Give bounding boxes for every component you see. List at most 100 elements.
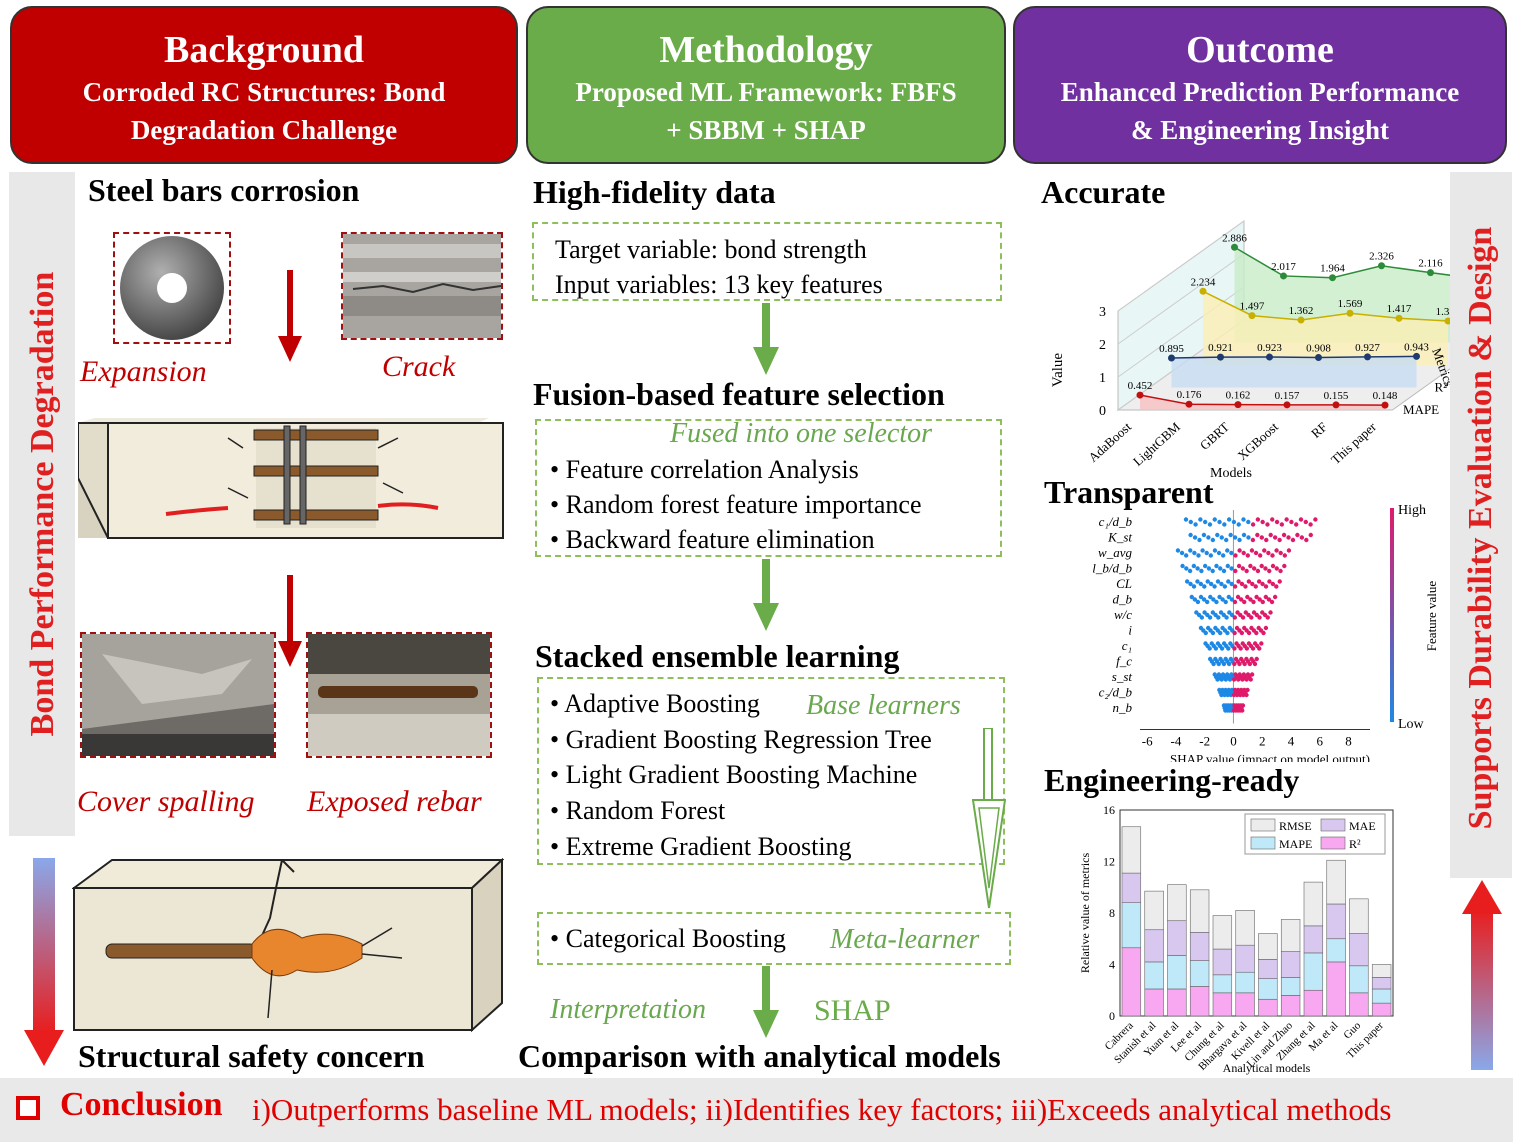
header-background-sub2: Degradation Challenge	[130, 115, 398, 145]
shap-dot	[1260, 599, 1265, 605]
shap-dot	[1204, 599, 1210, 605]
bar-segment	[1349, 992, 1369, 1017]
header-methodology: Methodology Proposed ML Framework: FBFS …	[526, 6, 1006, 164]
shap-dot	[1210, 537, 1216, 543]
data-point	[1364, 353, 1371, 361]
right-side-band	[1450, 172, 1512, 878]
shap-dot	[1203, 630, 1208, 636]
shap-dot	[1232, 646, 1237, 651]
data-label: 2.234	[1191, 276, 1216, 288]
shap-dot	[1278, 550, 1283, 556]
data-point	[1329, 274, 1336, 282]
shap-dot	[1225, 630, 1230, 636]
x-tick: 4	[1288, 734, 1295, 749]
y-tick: 0	[1109, 1009, 1115, 1023]
shap-dot	[1229, 581, 1234, 587]
x-tick: AdaBoost	[1085, 419, 1134, 465]
conclusion-bar	[0, 1078, 1513, 1142]
bar-segment	[1235, 910, 1255, 946]
shap-dot	[1233, 553, 1238, 558]
shap-dot	[1198, 594, 1204, 600]
shap-dot	[1192, 550, 1197, 556]
shap-dot	[1261, 630, 1266, 636]
data-point	[1217, 353, 1224, 361]
shap-dot	[1238, 646, 1243, 651]
bar-segment	[1144, 988, 1164, 1017]
shap-dot	[1183, 553, 1189, 558]
shap-dot	[1248, 677, 1253, 682]
shap-dot	[1219, 646, 1225, 651]
shap-dot	[1270, 563, 1276, 569]
shap-dot	[1268, 532, 1273, 538]
x-tick: 0	[1230, 734, 1237, 749]
shap-dot	[1254, 656, 1259, 662]
series-line-3	[1139, 394, 1386, 406]
y-tick: 1	[1099, 371, 1106, 386]
legend-swatch	[1320, 818, 1346, 832]
feature-label: c₁	[1122, 638, 1132, 653]
shap-dot	[1260, 581, 1265, 587]
shap-dot	[1195, 579, 1200, 584]
hollow-arrow	[971, 727, 1007, 919]
colorbar-high: High	[1398, 503, 1426, 518]
shap-dot	[1183, 517, 1189, 522]
shap-dot	[1245, 553, 1251, 558]
bar-segment	[1371, 988, 1392, 1004]
s3-title: Stacked ensemble learning	[535, 638, 900, 674]
y-tick: 2	[1099, 338, 1106, 353]
s2-item-2: • Backward feature elimination	[550, 525, 875, 554]
shap-dot	[1236, 579, 1241, 584]
shap-dot	[1294, 522, 1299, 527]
shap-dot	[1199, 568, 1204, 574]
bar-segment	[1121, 826, 1142, 874]
shap-dot	[1251, 599, 1256, 605]
bar-segment	[1189, 932, 1210, 961]
y-tick: 8	[1109, 906, 1115, 920]
shap-dot	[1201, 532, 1207, 538]
bar-segment	[1280, 919, 1301, 952]
shap-dot	[1274, 519, 1280, 525]
shap-dot	[1198, 581, 1204, 587]
x-tick: 2	[1259, 734, 1266, 749]
x-tick: LightGBM	[1130, 419, 1183, 469]
shap-dot	[1253, 550, 1259, 556]
y-axis-label: Value	[1050, 353, 1066, 387]
feature-label: w_avg	[1098, 545, 1132, 560]
right-side-label: Supports Durability Evaluation & Design	[1462, 226, 1499, 830]
shap-dot	[1266, 597, 1272, 602]
left-arrow-2	[278, 575, 302, 672]
shap-dot	[1212, 517, 1217, 522]
bar-segment	[1258, 978, 1278, 1000]
data-point	[1280, 272, 1287, 280]
shap-dot	[1257, 646, 1262, 651]
data-point	[1266, 353, 1273, 361]
grid-line	[1117, 253, 1245, 345]
x-axis-label: SHAP value (impact on model output)	[1170, 752, 1370, 763]
bar-segment	[1349, 965, 1369, 994]
colorbar-low: Low	[1398, 717, 1425, 732]
bar-segment	[1349, 933, 1369, 967]
shap-dot	[1180, 563, 1185, 569]
header-background: Background Corroded RC Structures: Bond …	[10, 6, 518, 164]
s2-item-1: • Random forest feature importance	[550, 490, 922, 519]
left-bottom-title: Structural safety concern	[78, 1038, 425, 1074]
bar-segment	[1280, 977, 1301, 996]
x-axis-label: Analytical models	[1223, 1061, 1311, 1075]
label-cover-spalling: Cover spalling	[77, 785, 255, 818]
s1-title: High-fidelity data	[533, 174, 776, 210]
shap-dot	[1250, 646, 1256, 651]
header-methodology-sub1: Proposed ML Framework: FBFS	[575, 77, 957, 107]
shap-dot	[1256, 579, 1262, 584]
shap-dot	[1218, 630, 1223, 636]
bar-segment	[1258, 959, 1278, 979]
shap-dot	[1214, 599, 1219, 605]
shap-dot	[1252, 661, 1258, 667]
shap-dot	[1303, 519, 1308, 525]
shap-dot	[1240, 708, 1245, 713]
series-name: MAPE	[1403, 402, 1439, 417]
mid-arrow-3	[753, 966, 779, 1043]
shap-dot	[1277, 537, 1282, 543]
s1-item-1: Input variables: 13 key features	[555, 270, 883, 299]
data-label: 0.452	[1128, 380, 1153, 392]
shap-dot	[1210, 568, 1215, 574]
